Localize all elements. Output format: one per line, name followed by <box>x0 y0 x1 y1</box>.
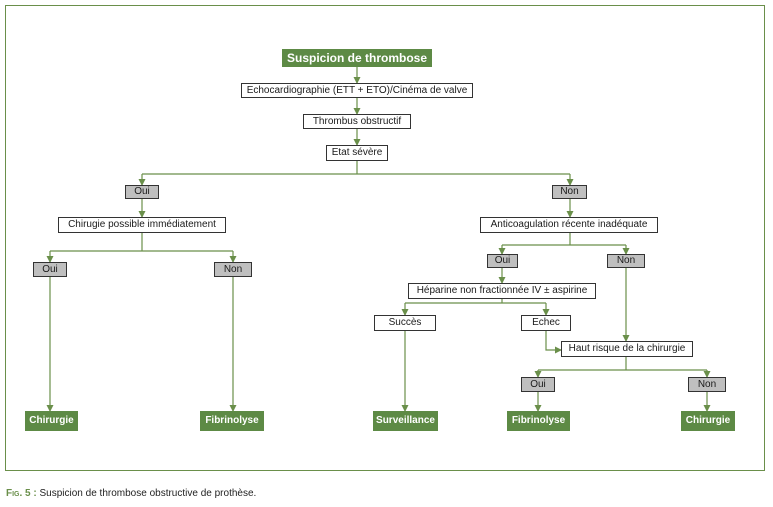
line-heparine-split <box>405 299 546 304</box>
node-non-chirugie: Non <box>214 262 252 277</box>
node-oui-chirugie: Oui <box>33 262 67 277</box>
node-etat-severe: Etat sévère <box>326 145 388 161</box>
diagram-frame <box>5 5 765 471</box>
node-non-anticoag: Non <box>607 254 645 268</box>
line-chirugie-split <box>50 233 233 252</box>
node-thrombus-obstructif: Thrombus obstructif <box>303 114 411 129</box>
node-haut-risque: Haut risque de la chirurgie <box>561 341 693 357</box>
node-surveillance: Surveillance <box>373 411 438 431</box>
arrow-echec-haut-risque <box>545 331 562 354</box>
node-echec: Echec <box>521 315 571 331</box>
figure-caption-text: Suspicion de thrombose obstructive de pr… <box>36 488 257 499</box>
node-anticoagulation: Anticoagulation récente inadéquate <box>480 217 658 233</box>
node-oui-etat: Oui <box>125 185 159 199</box>
node-heparine: Héparine non fractionnée IV ± aspirine <box>408 283 596 299</box>
figure-caption-label: Fig. 5 : <box>6 488 37 499</box>
node-succes: Succès <box>374 315 436 331</box>
node-chirurgie-right: Chirurgie <box>681 411 735 431</box>
line-haut-risque-split <box>538 357 707 371</box>
node-echocardiographie: Echocardiographie (ETT + ETO)/Cinéma de … <box>241 83 473 98</box>
node-oui-haut-risque: Oui <box>521 377 555 392</box>
node-non-haut-risque: Non <box>688 377 726 392</box>
line-etat-split <box>142 161 570 175</box>
node-oui-anticoag: Oui <box>487 254 518 268</box>
node-non-etat: Non <box>552 185 587 199</box>
node-chirugie-possible: Chirugie possible immédiatement <box>58 217 226 233</box>
node-fibrinolyse-left: Fibrinolyse <box>200 411 264 431</box>
figure-caption: Fig. 5 : Suspicion de thrombose obstruct… <box>6 488 256 499</box>
node-suspicion-thrombose: Suspicion de thrombose <box>282 49 432 67</box>
line-anticoag-split <box>502 233 626 246</box>
node-chirurgie-left: Chirurgie <box>25 411 78 431</box>
node-fibrinolyse-right: Fibrinolyse <box>507 411 570 431</box>
